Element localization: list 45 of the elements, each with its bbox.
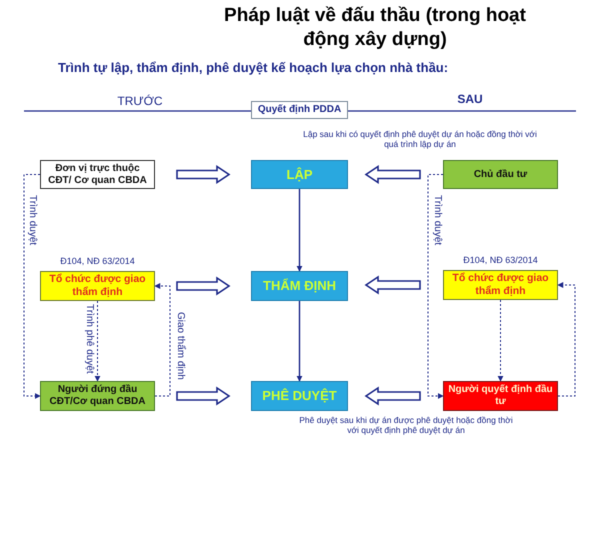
dashed-arrow — [94, 300, 100, 382]
unit-box — [40, 160, 155, 189]
box-text: PHÊ DUYỆT — [262, 388, 337, 404]
edge-label: Trình duyệt — [432, 195, 443, 246]
reference-note: Đ104, NĐ 63/2014 — [462, 255, 539, 265]
dashed-arrow — [24, 174, 41, 399]
dashed-arrow — [498, 300, 504, 382]
block-arrow — [176, 276, 230, 296]
appraisal-box — [40, 271, 155, 301]
block-arrow — [176, 165, 230, 184]
dashed-arrow — [557, 282, 576, 396]
box-text: Chủ đầu tư — [474, 168, 528, 180]
box-text: LẬP — [286, 166, 312, 182]
edge-label: Trình duyệt — [27, 195, 38, 246]
title: Pháp luật về đấu thầu (trong hoạt động xây dựng) — [223, 4, 527, 52]
box-text: Quyết định PDDA — [258, 104, 342, 116]
box-text: Tổ chức được giao thẩm định — [48, 273, 147, 299]
box-text: THẨM ĐỊNH — [263, 278, 336, 294]
actor-box — [40, 381, 155, 411]
arrow — [296, 301, 302, 382]
dashed-arrow — [428, 174, 444, 399]
edge-label: Trình phê duyệt — [84, 304, 95, 374]
box-text: Người đứng đầu CĐT/Cơ quan CBDA — [48, 384, 146, 408]
block-arrow — [364, 386, 421, 406]
block-arrow — [364, 165, 421, 184]
column-heading: TRƯỚC — [116, 94, 164, 108]
step-box — [251, 160, 348, 189]
note-text: Phê duyệt sau khi dự án được phê duyệt hoặc đồng thời với quyết định phê duyệt dự án — [298, 415, 514, 436]
heading-tag — [251, 101, 348, 119]
subtitle: Trình tự lập, thẩm định, phê duyệt kế hoạch lựa chọn nhà thầu: — [58, 60, 450, 75]
box-text: Đơn vị trực thuộc CĐT/ Cơ quan CBDA — [47, 162, 148, 186]
arrow — [296, 189, 302, 272]
box-text: Tổ chức được giao thẩm định — [451, 272, 550, 298]
reference-note: Đ104, NĐ 63/2014 — [59, 256, 136, 266]
actor-box — [443, 160, 558, 189]
note-text: Lập sau khi có quyết định phê duyệt dự án hoặc đồng thời với quá trình lập dự án — [302, 129, 538, 150]
appraisal-box — [443, 270, 558, 300]
block-arrow — [176, 386, 230, 406]
box-text: Người quyết định đầu tư — [447, 384, 554, 408]
dashed-arrow — [154, 283, 170, 396]
block-arrow — [364, 276, 421, 294]
column-heading: SAU — [456, 92, 484, 106]
step-box — [251, 271, 348, 301]
step-box — [251, 381, 348, 411]
edge-label: Giao thẩm định — [175, 312, 186, 380]
